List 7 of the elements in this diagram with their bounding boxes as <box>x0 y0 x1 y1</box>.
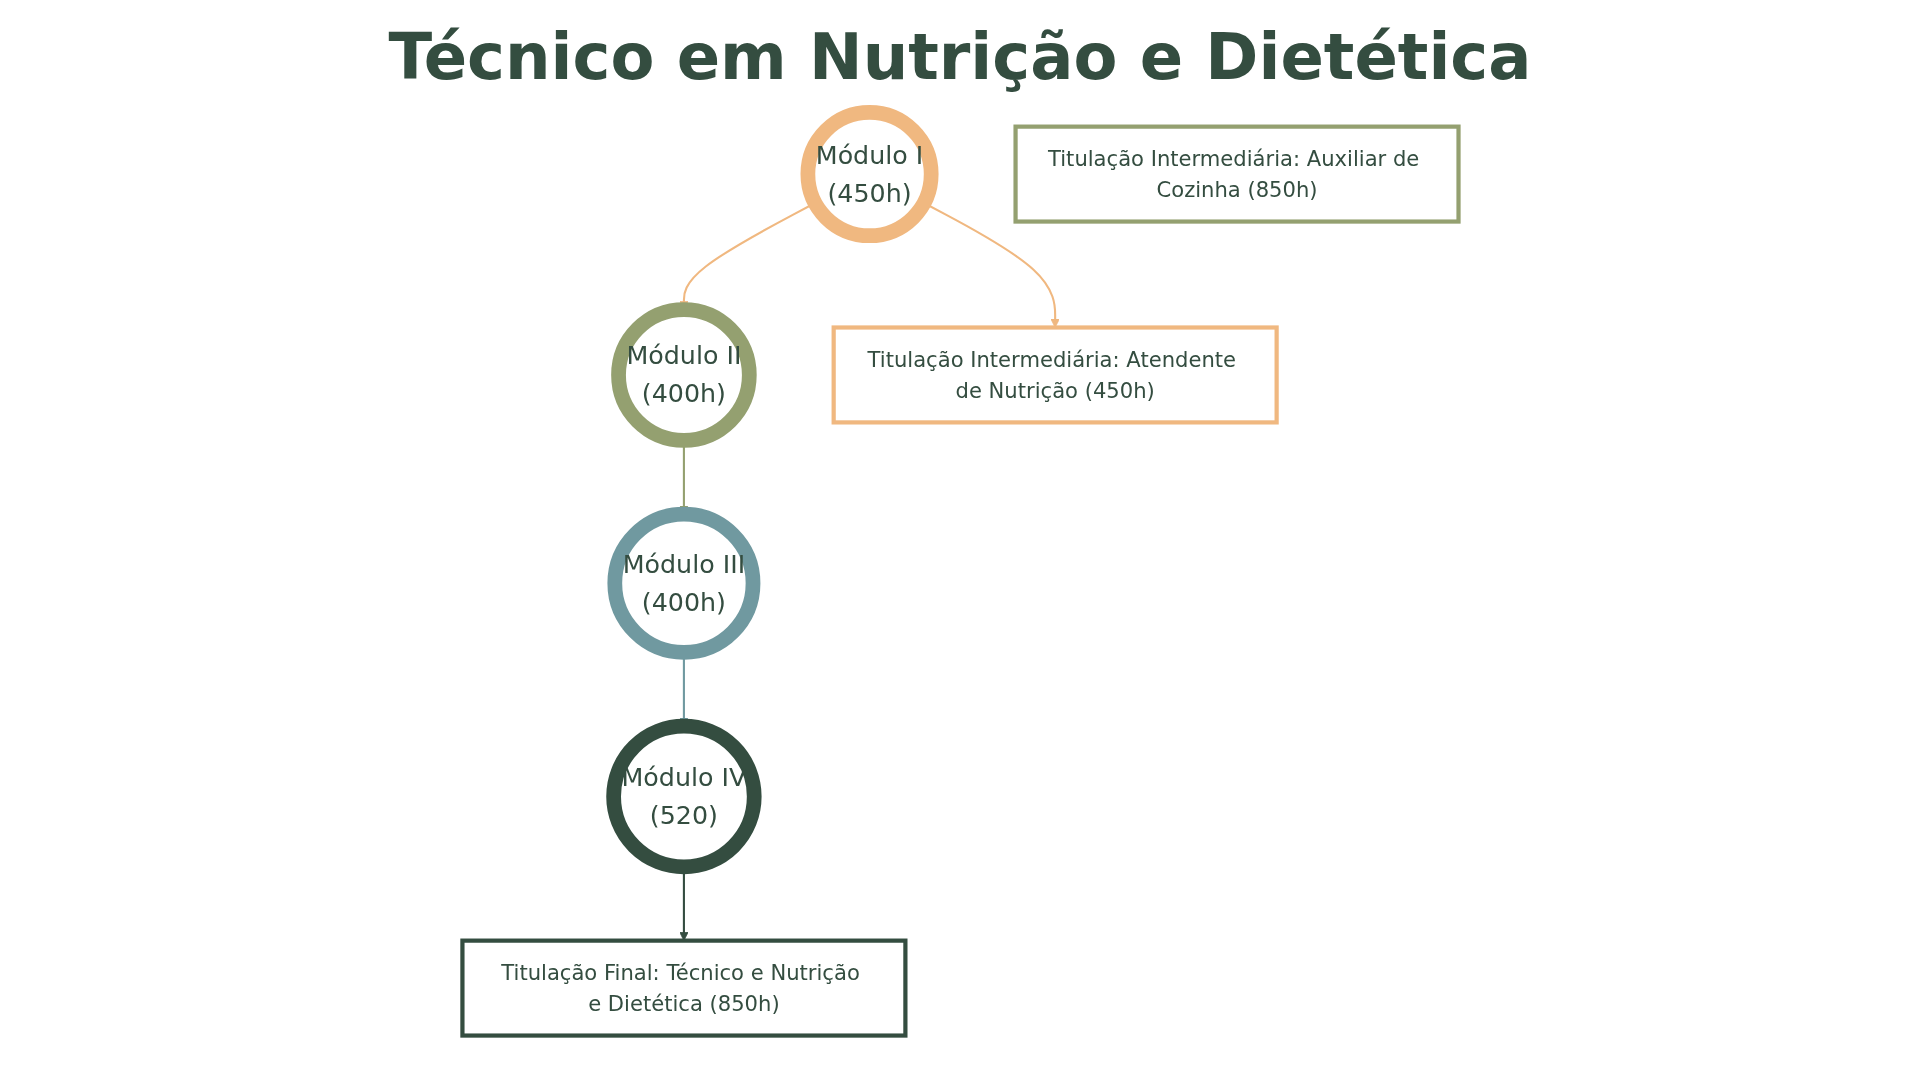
node-box: Titulação Intermediária: Auxiliar de Cozinha (850h) <box>1012 124 1461 224</box>
node-circle: Módulo III (400h) <box>606 506 760 660</box>
node-circle: Módulo II (400h) <box>610 302 757 448</box>
title: Técnico em Nutrição e Dietética <box>387 20 1533 94</box>
node-box: Titulação Intermediária: Atendente de Nutrição (450h) <box>831 325 1279 425</box>
node-box: Titulação Final: Técnico e Nutrição e Dietética (850h) <box>459 938 907 1038</box>
node-circle: Módulo I (450h) <box>800 105 939 244</box>
